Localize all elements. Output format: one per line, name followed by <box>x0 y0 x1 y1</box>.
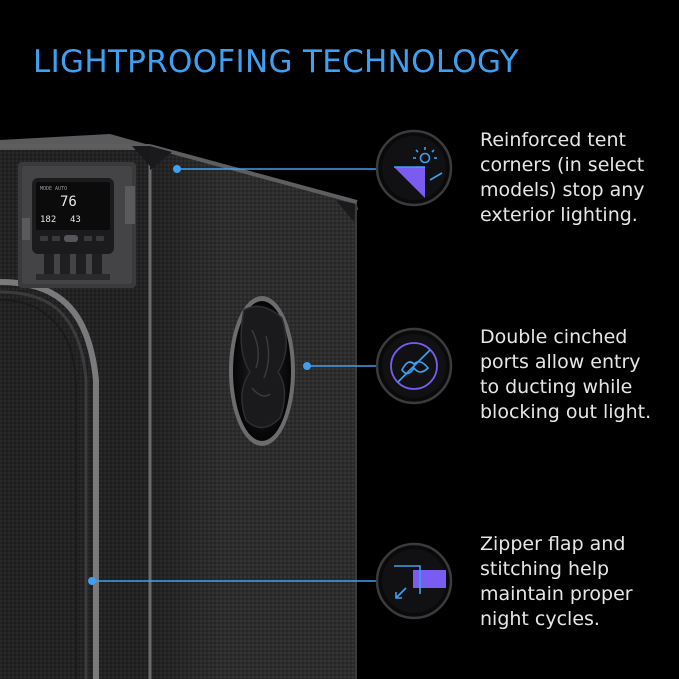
page-title: LIGHTPROOFING TECHNOLOGY <box>33 44 520 80</box>
controller-screen <box>36 182 110 230</box>
controller-main-reading: 76 <box>60 194 77 210</box>
feature-description-zipper: Zipper flap and stitching help maintain … <box>480 533 633 630</box>
zipper-flap-icon <box>375 542 453 620</box>
cinched-port-icon <box>375 327 453 405</box>
feature-description-corners: Reinforced tent corners (in select model… <box>480 129 645 226</box>
controller-secondary-reading: 182 <box>40 215 56 225</box>
tent-corner-light-icon <box>375 129 453 207</box>
callout-lines <box>88 165 380 585</box>
controller-tertiary-reading: 43 <box>70 215 81 225</box>
feature-description-ports: Double cinched ports allow entry to duct… <box>480 326 652 423</box>
svg-text:MODE AUTO: MODE AUTO <box>40 186 67 192</box>
